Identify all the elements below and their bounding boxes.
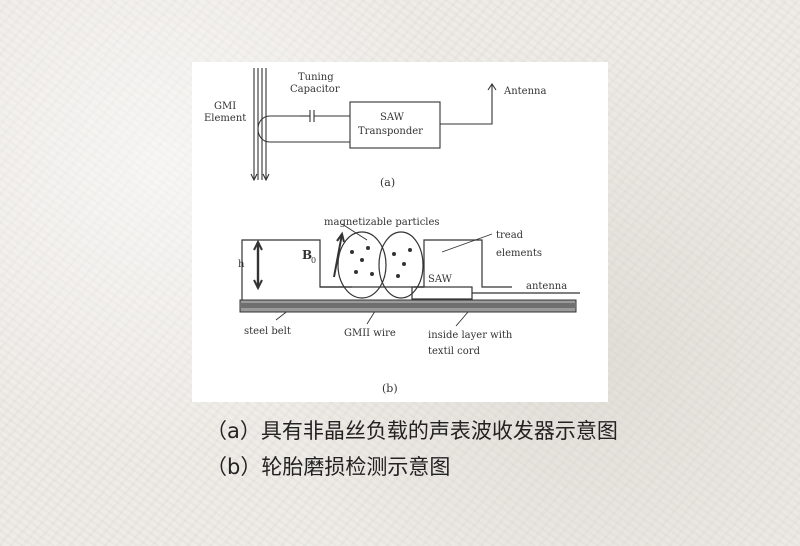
diagram-figure: GMI Element Tuning Capacitor SAW Transpo… xyxy=(192,62,608,402)
gmi-label-2: Element xyxy=(204,113,246,124)
antenna-line xyxy=(440,84,493,125)
b0-subscript: 0 xyxy=(311,256,316,265)
panel-b-label: (b) xyxy=(382,382,398,395)
particle xyxy=(370,272,374,276)
inside-layer-label-2: textil cord xyxy=(428,346,481,357)
field-arrow xyxy=(333,233,343,278)
tuning-label-2: Capacitor xyxy=(290,84,340,95)
tread-label-1: tread xyxy=(496,230,524,241)
b0-label: B xyxy=(302,248,312,262)
panel-a xyxy=(250,68,497,182)
diagram-svg: GMI Element Tuning Capacitor SAW Transpo… xyxy=(204,68,580,395)
panel-a-label: (a) xyxy=(380,176,395,189)
antenna-label-a: Antenna xyxy=(503,86,546,97)
pointer-line xyxy=(441,233,493,253)
pointer-line xyxy=(341,223,368,241)
wire-arrowhead xyxy=(262,173,270,182)
field-arrowhead xyxy=(336,231,345,243)
h-arrowhead-up xyxy=(253,239,263,251)
panel-b xyxy=(241,223,580,327)
saw-label-b: SAW xyxy=(428,274,453,285)
caption-b: （b）轮胎磨损检测示意图 xyxy=(206,455,451,479)
antenna-arrowhead xyxy=(487,83,497,91)
h-label: h xyxy=(238,259,245,270)
tuning-label-1: Tuning xyxy=(298,72,334,83)
particle-dots xyxy=(350,246,412,278)
saw-transponder-box xyxy=(349,101,441,149)
tread-label-2: elements xyxy=(496,248,542,259)
particle xyxy=(392,252,396,256)
inside-layer-label-1: inside layer with xyxy=(428,330,513,341)
particle-region-right xyxy=(378,231,424,299)
pointer-line xyxy=(455,311,469,327)
gmi-loop xyxy=(257,115,300,143)
caption-a: （a）具有非晶丝负载的声表波收发器示意图 xyxy=(206,419,618,443)
particle xyxy=(366,246,370,250)
gmi-label-1: GMI xyxy=(214,101,236,112)
particle xyxy=(408,248,412,252)
h-arrowhead-down xyxy=(253,279,263,291)
saw-chip xyxy=(411,286,473,300)
particle xyxy=(402,262,406,266)
steel-belt-label: steel belt xyxy=(244,326,291,337)
saw-label-2: Transponder xyxy=(358,126,423,137)
steel-belt-core xyxy=(240,303,576,308)
magnetizable-label: magnetizable particles xyxy=(324,217,440,228)
particle xyxy=(350,250,354,254)
saw-label-1: SAW xyxy=(380,112,405,123)
particle xyxy=(360,258,364,262)
particle xyxy=(396,274,400,278)
particle-region-left xyxy=(337,231,387,299)
wire-arrowhead xyxy=(250,173,258,182)
gmi-wire-label: GMII wire xyxy=(344,328,396,339)
particle xyxy=(354,270,358,274)
antenna-label-b: antenna xyxy=(526,281,567,292)
